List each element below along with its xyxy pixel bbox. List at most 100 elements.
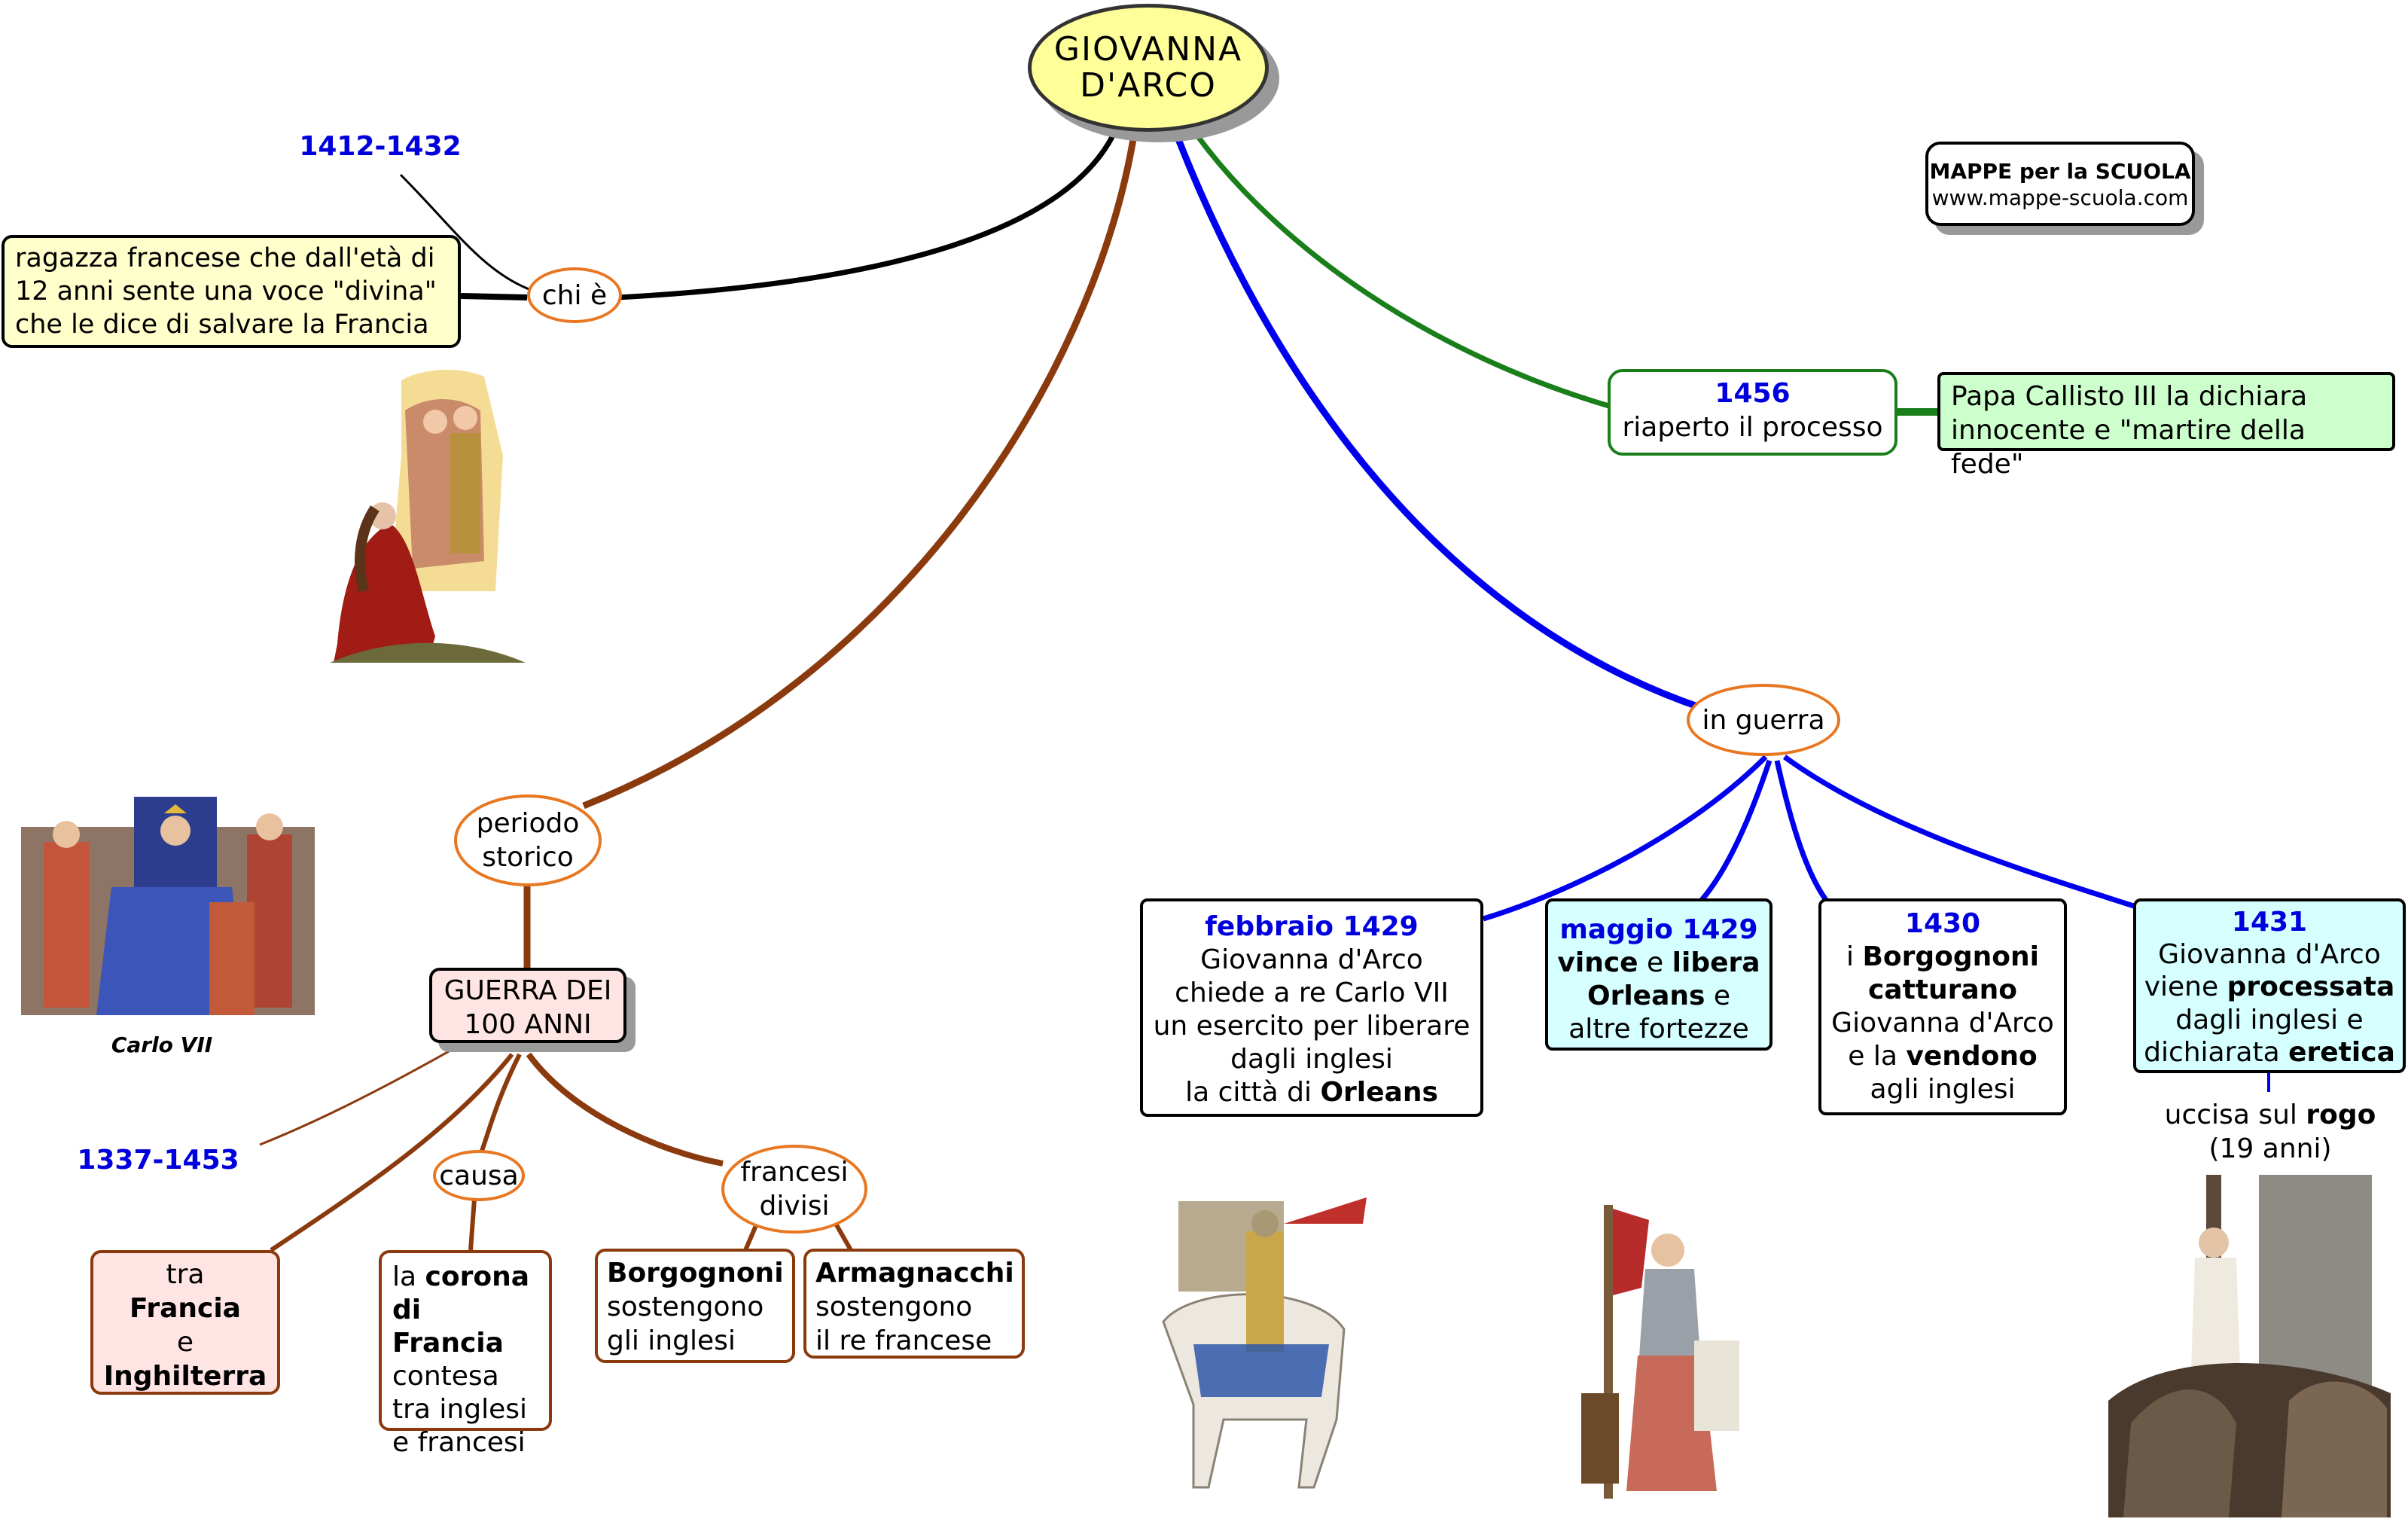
divisi-label-line: francesi — [740, 1157, 849, 1188]
brand-url[interactable]: www.mappe-scuola.com — [1931, 185, 2189, 210]
processo-text: riaperto il processo — [1622, 412, 1883, 443]
causa-line: contesa — [392, 1360, 499, 1392]
causa-line: tra inglesi — [392, 1393, 527, 1425]
stake-burning-image — [2108, 1175, 2391, 1517]
carlo-vii-image — [21, 797, 315, 1023]
event-line: i Borgognoni — [1846, 941, 2039, 972]
link-chi-desc — [460, 293, 528, 300]
link-divisi-borg — [743, 1222, 759, 1252]
divisi-node[interactable]: francesi divisi — [721, 1145, 867, 1234]
voices-painting-image — [330, 365, 526, 670]
brand-name: MAPPE per la SCUOLA — [1929, 159, 2191, 184]
event-line: Giovanna d'Arco — [1200, 944, 1423, 975]
causa-line: e francesi — [392, 1426, 526, 1458]
root-title-line1: GIOVANNA — [1053, 29, 1243, 69]
link-causa-text — [468, 1198, 477, 1251]
event-box-4: 1431 Giovanna d'Arco viene processata da… — [2133, 898, 2406, 1073]
event-line: dagli inglesi e — [2175, 1004, 2364, 1035]
chi-desc-box: ragazza francese che dall'età di 12 anni… — [2, 235, 461, 348]
war-line: 100 ANNI — [464, 1009, 592, 1040]
event-line: Giovanna d'Arco — [2158, 939, 2381, 971]
guerra-label: in guerra — [1702, 704, 1825, 736]
causa-line: di Francia — [392, 1294, 504, 1359]
link-root-chi — [617, 134, 1116, 300]
event-line: dichiarata eretica — [2144, 1036, 2395, 1068]
link-guerra-e2 — [1699, 759, 1772, 902]
event-line: altre fortezze — [1568, 1013, 1749, 1045]
event-date: maggio 1429 — [1559, 914, 1758, 945]
brand-box[interactable]: MAPPE per la SCUOLA www.mappe-scuola.com — [1925, 142, 2195, 226]
causa-box: la corona di Francia contesa tra inglesi… — [379, 1250, 552, 1458]
processo-year: 1456 — [1715, 378, 1791, 409]
death-note: uccisa sul rogo (19 anni) — [2146, 1098, 2394, 1166]
between-line: e — [176, 1327, 194, 1358]
borgognoni-box: Borgognoni sostengono gli inglesi — [595, 1249, 795, 1363]
root-title-line2: D'ARCO — [1080, 66, 1217, 105]
event-line: catturano — [1867, 974, 2018, 1005]
event-box-2: maggio 1429 vince e libera Orleans e alt… — [1545, 898, 1772, 1051]
death-age: (19 anni) — [2208, 1133, 2332, 1164]
link-chi-date — [399, 173, 532, 291]
event-line: la città di Orleans — [1185, 1076, 1438, 1108]
link-root-processo — [1195, 133, 1612, 410]
divisi-label-line: divisi — [759, 1191, 830, 1222]
event-line: chiede a re Carlo VII — [1175, 977, 1449, 1008]
chi-node[interactable]: chi è — [527, 267, 622, 323]
war-box: GUERRA DEI 100 ANNI — [429, 968, 626, 1043]
event-line: agli inglesi — [1870, 1073, 2016, 1105]
causa-line: la corona — [392, 1261, 529, 1292]
link-guerra-e4 — [1782, 755, 2140, 910]
chi-desc-line: 12 anni sente una voce "divina" — [15, 276, 437, 307]
knight-horse-image — [1148, 1194, 1378, 1491]
event-line: Giovanna d'Arco — [1831, 1007, 2054, 1039]
link-root-periodo — [582, 139, 1137, 810]
between-line: tra — [166, 1259, 205, 1290]
event-line: vince e libera — [1557, 947, 1760, 978]
link-war-causa — [480, 1053, 522, 1152]
chi-desc-line: che le dice di salvare la Francia — [15, 309, 429, 340]
guerra-node[interactable]: in guerra — [1687, 684, 1840, 756]
link-war-divisi — [526, 1052, 724, 1167]
joan-armor-image — [1581, 1205, 1769, 1499]
armagnacchi-box: Armagnacchi sostengono il re francese — [803, 1249, 1025, 1359]
event-box-1: febbraio 1429 Giovanna d'Arco chiede a r… — [1140, 898, 1483, 1117]
causa-label: causa — [439, 1160, 519, 1191]
processo-box: 1456 riaperto il processo — [1608, 369, 1897, 456]
link-divisi-arm — [834, 1222, 853, 1252]
periodo-node[interactable]: periodo storico — [454, 795, 602, 886]
borgognoni-line: sostengono — [607, 1292, 764, 1322]
borgognoni-line: gli inglesi — [607, 1325, 736, 1356]
event-date: 1431 — [2231, 907, 2308, 938]
causa-node[interactable]: causa — [433, 1150, 525, 1201]
link-guerra-e3 — [1774, 760, 1828, 902]
chi-date: 1412-1432 — [299, 131, 462, 162]
between-country: Inghilterra — [103, 1361, 267, 1392]
carlo-vii-caption: Carlo VII — [111, 1032, 213, 1057]
armagnacchi-line: il re francese — [815, 1325, 992, 1356]
chi-desc-line: ragazza francese che dall'età di — [15, 243, 435, 273]
root-node: GIOVANNA D'ARCO — [1028, 4, 1269, 132]
event-box-3: 1430 i Borgognoni catturano Giovanna d'A… — [1818, 898, 2067, 1115]
event-line: dagli inglesi — [1230, 1043, 1393, 1075]
between-box: tra Francia e Inghilterra — [90, 1250, 280, 1395]
between-country: Francia — [130, 1293, 241, 1324]
link-root-guerra — [1175, 138, 1703, 712]
borgognoni-name: Borgognoni — [607, 1258, 784, 1289]
processo-result-line: Papa Callisto III la dichiara — [1951, 381, 2308, 412]
event-date: febbraio 1429 — [1205, 911, 1419, 942]
periodo-label-line: storico — [482, 842, 574, 873]
processo-result-box: Papa Callisto III la dichiara innocente … — [1937, 372, 2395, 480]
chi-label: chi è — [541, 279, 608, 311]
armagnacchi-name: Armagnacchi — [815, 1258, 1014, 1289]
death-line: uccisa sul rogo — [2164, 1100, 2376, 1130]
link-war-dates — [259, 1049, 451, 1146]
armagnacchi-line: sostengono — [815, 1292, 973, 1322]
link-war-between — [270, 1053, 514, 1252]
war-dates: 1337-1453 — [77, 1145, 239, 1176]
war-line: GUERRA DEI — [443, 975, 612, 1006]
event-date: 1430 — [1904, 908, 1981, 939]
processo-result-line: innocente e "martire della fede" — [1951, 415, 2306, 480]
periodo-label-line: periodo — [476, 808, 580, 839]
event-line: un esercito per liberare — [1153, 1010, 1471, 1042]
